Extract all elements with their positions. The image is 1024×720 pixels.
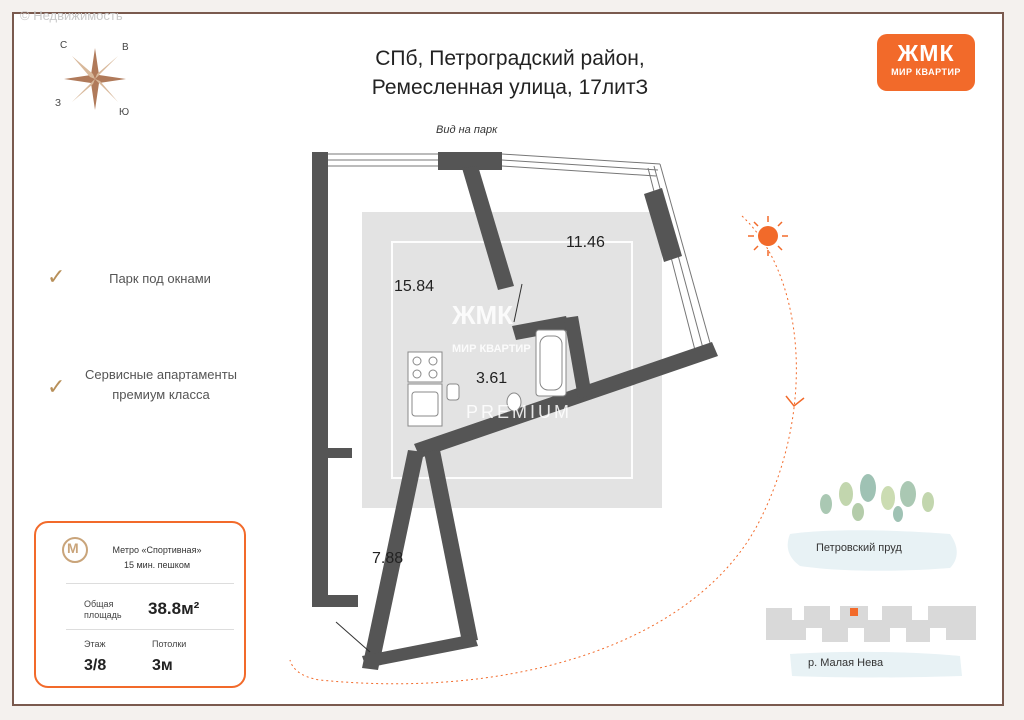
area-label: Общая площадь (84, 599, 122, 621)
sun-icon (748, 216, 788, 256)
total-area-value: 38.8м² (148, 599, 200, 618)
feature-apartments-line-2: премиум класса (112, 387, 210, 402)
check-icon: ✓ (47, 374, 66, 399)
feature-apartments-line-1: Сервисные апартаменты (84, 367, 237, 382)
source-watermark: © Недвижимость (20, 8, 123, 23)
compass-south: Ю (119, 107, 130, 118)
compass-north: С (60, 40, 68, 51)
divider (66, 629, 234, 630)
door-swing (335, 621, 371, 653)
sun-path (289, 215, 797, 685)
floor-value: 3/8 (84, 657, 107, 674)
wall-bath-top (512, 316, 570, 340)
window-top (328, 153, 661, 177)
wall-partition-diag (462, 166, 514, 290)
sun-path-arrow-icon (785, 395, 805, 408)
address-line-1: СПб, Петроградский район, (375, 47, 645, 70)
kitchen-sink-icon (407, 383, 443, 427)
feature-apartments: Сервисные апартаменты премиум класса (76, 365, 246, 405)
brand-logo: ЖМК МИР КВАРТИР (877, 34, 975, 91)
wall-bath-right (564, 316, 592, 398)
wall-bottom-main (414, 342, 718, 458)
address-line-2: Ремесленная улица, 17литЗ (371, 76, 649, 99)
wall-left (312, 152, 328, 607)
divider (66, 583, 234, 584)
logo-text: МИР КВАРТИР (891, 67, 961, 77)
floor-label: Этаж (84, 639, 106, 649)
metro-info: Метро «Спортивная» 15 мин. пешком (82, 543, 232, 573)
wall-lower-right (424, 450, 478, 642)
room-area-bathroom: 3.61 (476, 370, 508, 387)
pond-shape (787, 530, 957, 571)
wall-right-block (644, 188, 682, 262)
plan-watermark-sub: PREMIUM (466, 402, 572, 422)
ceiling-value: 3м (152, 657, 173, 674)
metro-station: Метро «Спортивная» (112, 545, 202, 555)
metro-icon: M (62, 537, 88, 563)
toilet-icon (506, 392, 522, 412)
view-label: Вид на парк (436, 124, 498, 136)
metro-walk-time: 15 мин. пешком (123, 560, 191, 570)
washbasin-icon (446, 383, 460, 401)
area-label-line-1: Общая (84, 599, 114, 609)
building-marker (850, 608, 858, 616)
door-swing-2 (513, 283, 523, 323)
river-label: р. Малая Нева (808, 657, 884, 669)
plan-watermark-logo-icon: ЖМК (452, 300, 514, 330)
info-card: M Метро «Спортивная» 15 мин. пешком Обща… (34, 521, 246, 688)
park-trees-icon (820, 474, 934, 522)
compass-west: З (55, 98, 62, 109)
wall-lower-bottom (362, 634, 478, 668)
walls (312, 152, 718, 670)
wall-lower-diag (362, 450, 424, 670)
building-block-shape (766, 606, 976, 642)
feature-park: Парк под окнами (109, 271, 211, 286)
wall-top-block (438, 152, 502, 170)
check-icon: ✓ (47, 264, 66, 289)
kitchen-stove-icon (407, 351, 443, 383)
room-area-hall: 7.88 (372, 550, 404, 567)
logo-mark: ЖМК (897, 40, 955, 66)
address-title: СПб, Петроградский район, Ремесленная ул… (320, 44, 700, 102)
wall-left-bottom (312, 595, 358, 607)
wall-door-jamb (324, 448, 352, 458)
pond-label: Петровский пруд (816, 542, 902, 554)
river-shape (790, 651, 962, 678)
area-label-line-2: площадь (84, 610, 122, 620)
bathtub-icon (535, 329, 567, 397)
room-area-bedroom: 11.46 (566, 234, 605, 251)
compass-rose-icon (64, 48, 126, 110)
plan-watermark-brand: МИР КВАРТИР (452, 343, 531, 355)
room-area-living: 15.84 (394, 278, 435, 295)
ceiling-label: Потолки (152, 639, 187, 649)
plan-watermark-inner (391, 241, 633, 479)
compass-east: В (122, 42, 129, 53)
moon-icon (276, 624, 290, 652)
